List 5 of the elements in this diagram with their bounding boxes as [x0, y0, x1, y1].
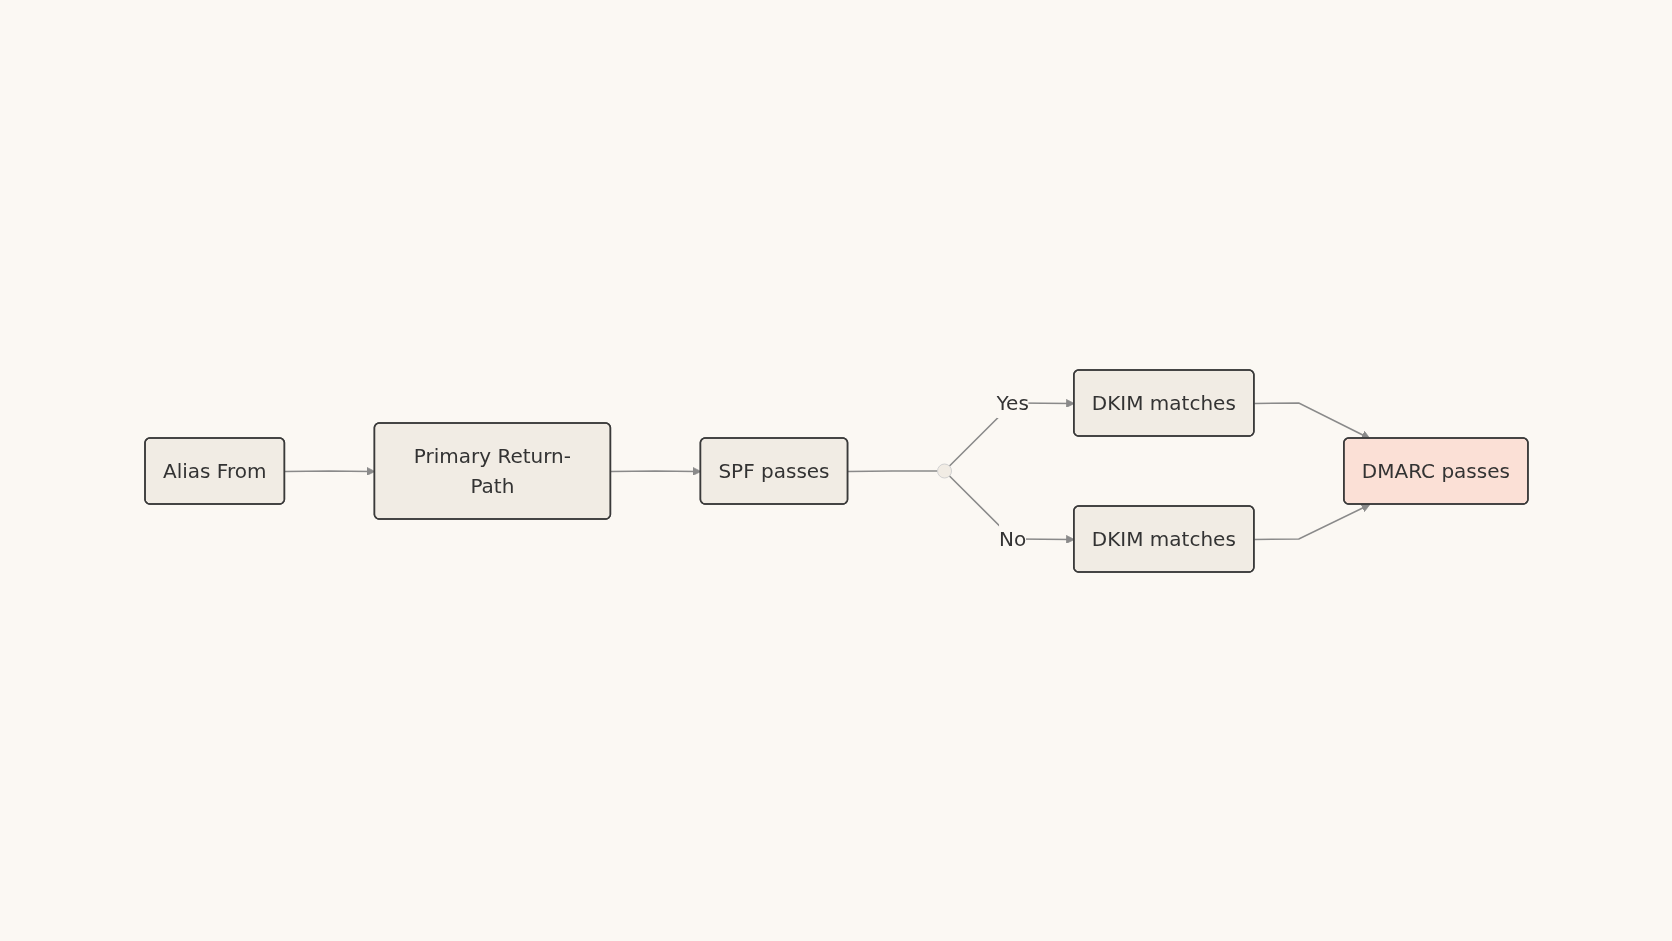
edge-label: Yes: [996, 390, 1029, 415]
arrow: [1253, 401, 1370, 439]
arrow: [1253, 503, 1370, 540]
edge-label: No: [998, 526, 1026, 551]
node-circle: [936, 463, 952, 478]
